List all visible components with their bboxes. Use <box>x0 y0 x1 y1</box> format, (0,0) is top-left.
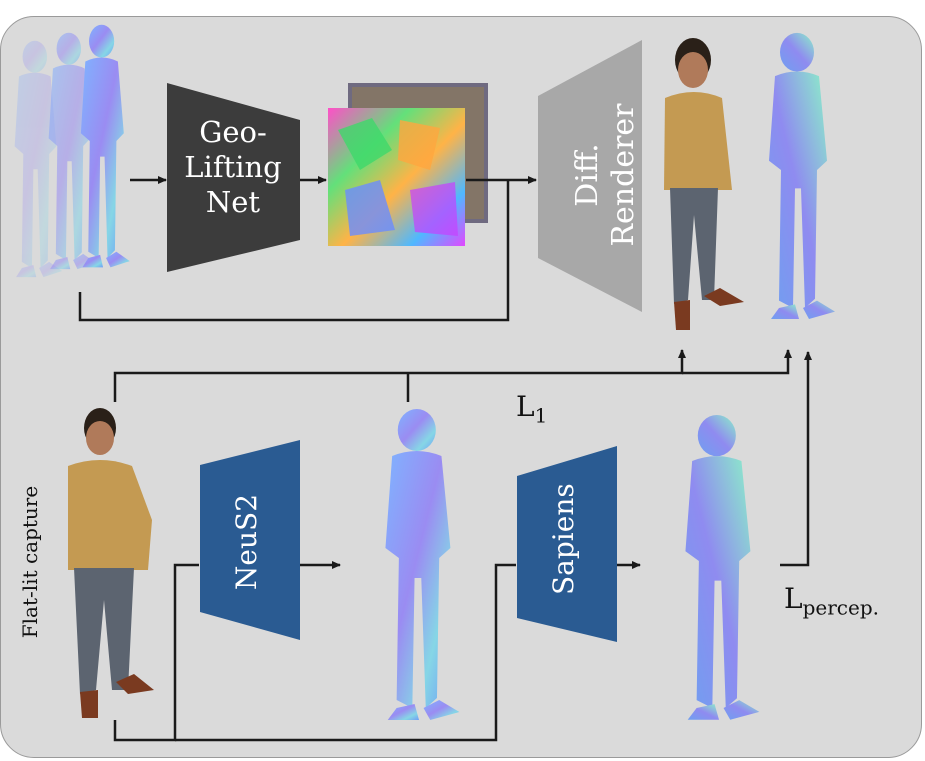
diff-renderer-label: Diff. Renderer <box>570 75 642 275</box>
diff-renderer-line2: Renderer <box>606 103 641 247</box>
l1-loss-label: L1 <box>516 390 547 428</box>
rendered-normal-human <box>769 32 835 320</box>
l1-supervision-line <box>113 349 686 402</box>
lpercep-base: L <box>784 582 803 615</box>
geo-lifting-line1: Geo- <box>199 115 267 149</box>
neus2-block <box>200 440 300 640</box>
geo-lifting-net-block <box>167 83 300 272</box>
lpercep-loss-label: Lpercep. <box>784 582 879 620</box>
rendered-rgb-human <box>664 38 744 330</box>
neus2-label: NeuS2 <box>230 492 264 592</box>
l1-sub: 1 <box>534 403 548 428</box>
sapiens-normal-human <box>685 414 760 720</box>
diff-renderer-line1: Diff. <box>570 143 605 207</box>
geo-lifting-line3: Net <box>205 184 261 219</box>
input-normal-stack <box>14 24 130 278</box>
geo-lifting-line2: Lifting <box>184 149 282 184</box>
diff-renderer-block <box>538 40 642 312</box>
neus2-normal-human <box>385 409 460 720</box>
geo-lifting-label: Geo- Lifting Net <box>178 115 288 219</box>
lpercep-sub: percep. <box>802 595 879 620</box>
flat-lit-label: Flat-lit capture <box>18 482 42 642</box>
neus2-text: NeuS2 <box>230 493 263 591</box>
connector-lines <box>78 176 812 742</box>
sapiens-label: Sapiens <box>547 483 581 595</box>
l1-base: L <box>516 390 535 423</box>
sapiens-text: Sapiens <box>547 483 580 595</box>
lpercep-line <box>780 351 812 567</box>
flat-lit-text: Flat-lit capture <box>18 485 42 639</box>
flat-lit-capture-image <box>68 408 154 718</box>
arrow-skip-to-renderer <box>78 180 510 322</box>
sapiens-block <box>517 446 617 642</box>
arrow-capture-to-sapiens <box>175 563 516 742</box>
texture-map-stack <box>328 83 488 246</box>
